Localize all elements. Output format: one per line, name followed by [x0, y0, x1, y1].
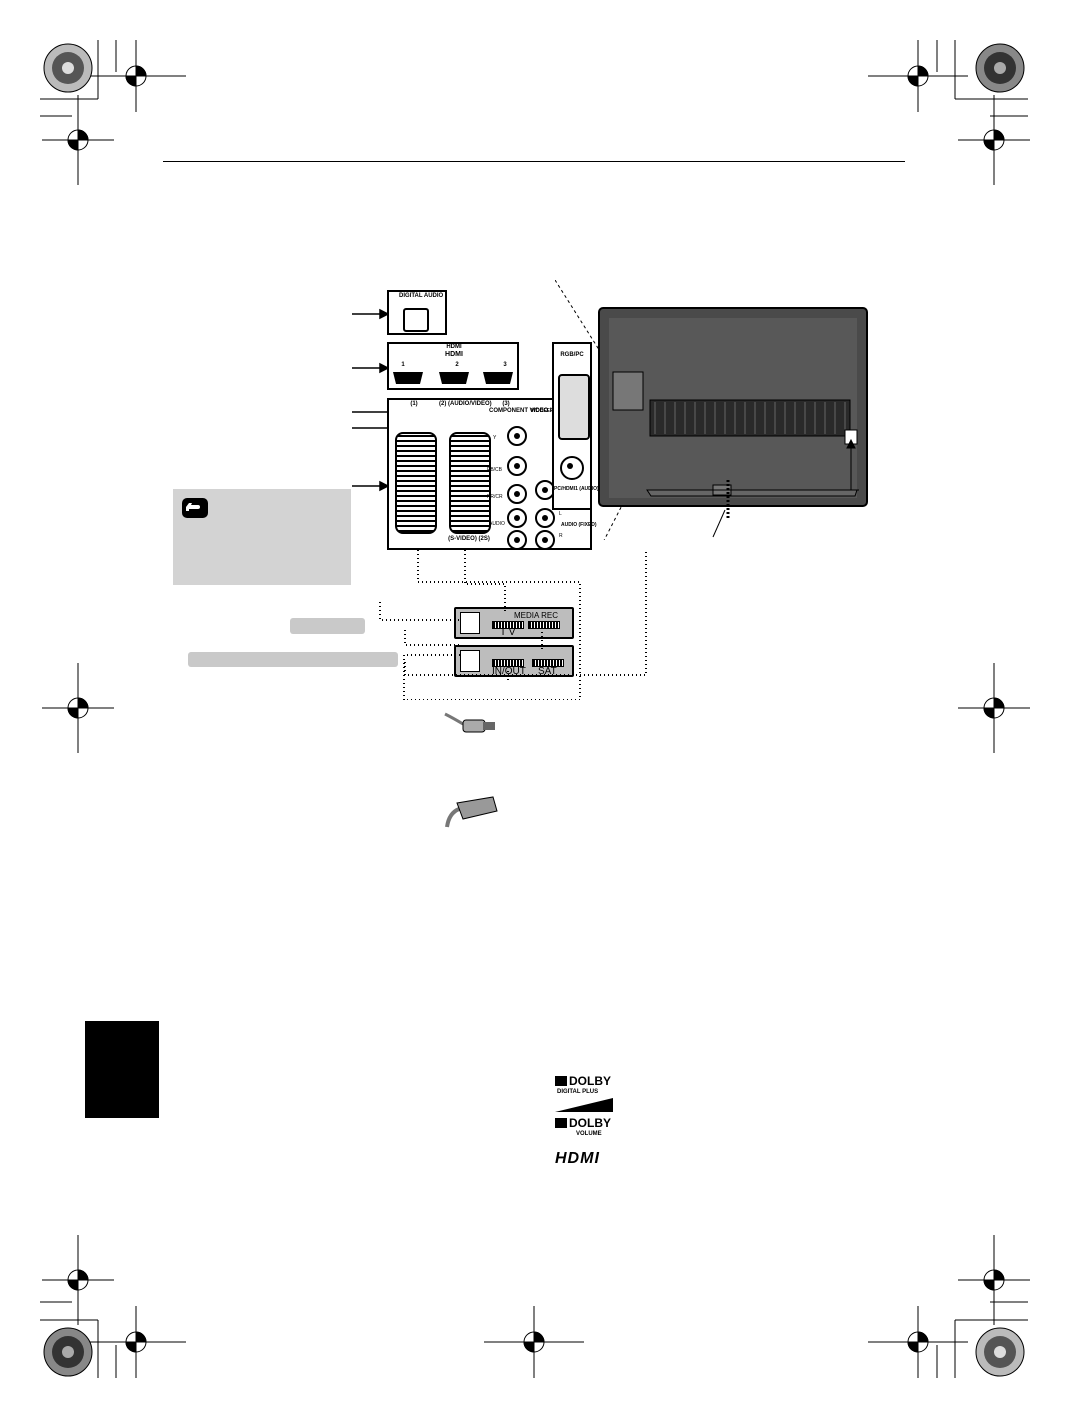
label-pill-recorder [290, 618, 365, 634]
header-rule [163, 161, 905, 162]
dolby-logo-2-text: DOLBY [569, 1116, 611, 1130]
component-y-jack[interactable] [507, 426, 527, 446]
hdmi-logo-text: HDMI [445, 351, 463, 358]
recorder-scart-media[interactable] [528, 621, 560, 629]
hdmi-1-label: 1 [401, 362, 405, 368]
pc-hdmi-audio-label: PC/HDMI1 (AUDIO) [554, 486, 599, 492]
dolby-digital-plus-logo: DOLBY [555, 1074, 611, 1088]
pb-label: PB/CB [487, 467, 503, 473]
dolby-volume-logo: DOLBY [555, 1116, 611, 1130]
hdmi-3-label: 3 [503, 362, 507, 368]
scart-1-socket[interactable] [395, 432, 437, 534]
scart-2-socket[interactable] [449, 432, 491, 534]
dolby-logo-1-text: DOLBY [569, 1074, 611, 1088]
optical-socket-icon [403, 308, 429, 332]
ext1-label: (1) [410, 401, 418, 407]
component-label: COMPONENT VIDEO INPUT [489, 408, 569, 414]
audio-fixed-label: AUDIO (FIXED) [561, 522, 597, 528]
rgb-pc-group: RGB/PC PC/HDMI1 (AUDIO) [552, 342, 599, 510]
decoder-sat-label: SAT [538, 666, 557, 677]
audio-fixed-l-jack[interactable] [535, 508, 555, 528]
ext2-label: (2) (AUDIO/VIDEO) [439, 401, 492, 407]
pc-audio-jack[interactable] [560, 456, 584, 480]
rf-cable-icon [444, 712, 495, 733]
svideo-label: (S-VIDEO) (2S) [448, 536, 490, 542]
label-pill-decoder [188, 652, 398, 667]
component-pb-jack[interactable] [507, 456, 527, 476]
hdmi-logo: HDMI [555, 1150, 600, 1167]
dolby-logo-1-sub: DIGITAL PLUS [557, 1089, 599, 1095]
dolby-logo-2-sub: VOLUME [576, 1131, 602, 1137]
y-label: Y [493, 435, 497, 441]
scart-cable-icon [445, 796, 498, 828]
audio-fixed-r-jack[interactable] [535, 530, 555, 550]
callout-arrows [352, 308, 400, 492]
recorder-scart-tv[interactable] [492, 621, 524, 629]
audio-r-jack[interactable] [507, 530, 527, 550]
hdmi-port-group: HDMI HDMI 1 2 3 [387, 342, 519, 390]
hdmi-1-socket[interactable] [393, 372, 423, 384]
ext3-label: (3) [502, 401, 510, 407]
decoder-scart-inout[interactable] [492, 659, 524, 667]
audio-label: AUDIO [489, 521, 505, 527]
tv-rear-view [555, 280, 868, 540]
recorder-media-label: MEDIA REC [514, 611, 559, 620]
rgb-pc-label: RGB/PC [560, 352, 584, 358]
pr-label: PR/CR [487, 494, 503, 500]
language-side-tab [85, 1021, 159, 1118]
hdmi-3-socket[interactable] [483, 372, 513, 384]
recorder-tv-label: T V [500, 627, 516, 638]
fixed-r-label: R [559, 533, 563, 539]
volume-wedge-icon [555, 1098, 613, 1112]
vga-socket[interactable] [558, 374, 590, 440]
decoder-scart-sat[interactable] [532, 659, 564, 667]
audio-l-jack[interactable] [507, 508, 527, 528]
hdmi-2-label: 2 [455, 362, 459, 368]
fixed-l-label: L [559, 511, 562, 517]
connection-cables [379, 550, 647, 700]
decoder-antenna-socket[interactable] [460, 650, 480, 672]
recorder-antenna-socket[interactable] [460, 612, 480, 634]
recorder-device: MEDIA REC T V [454, 607, 574, 639]
hdmi-title: HDMI [446, 344, 462, 350]
digital-audio-label: DIGITAL AUDIO [399, 293, 444, 299]
component-pr-jack[interactable] [507, 484, 527, 504]
digital-audio-port[interactable]: DIGITAL AUDIO [387, 290, 447, 335]
pointing-hand-icon [182, 498, 208, 518]
hdmi-2-socket[interactable] [439, 372, 469, 384]
